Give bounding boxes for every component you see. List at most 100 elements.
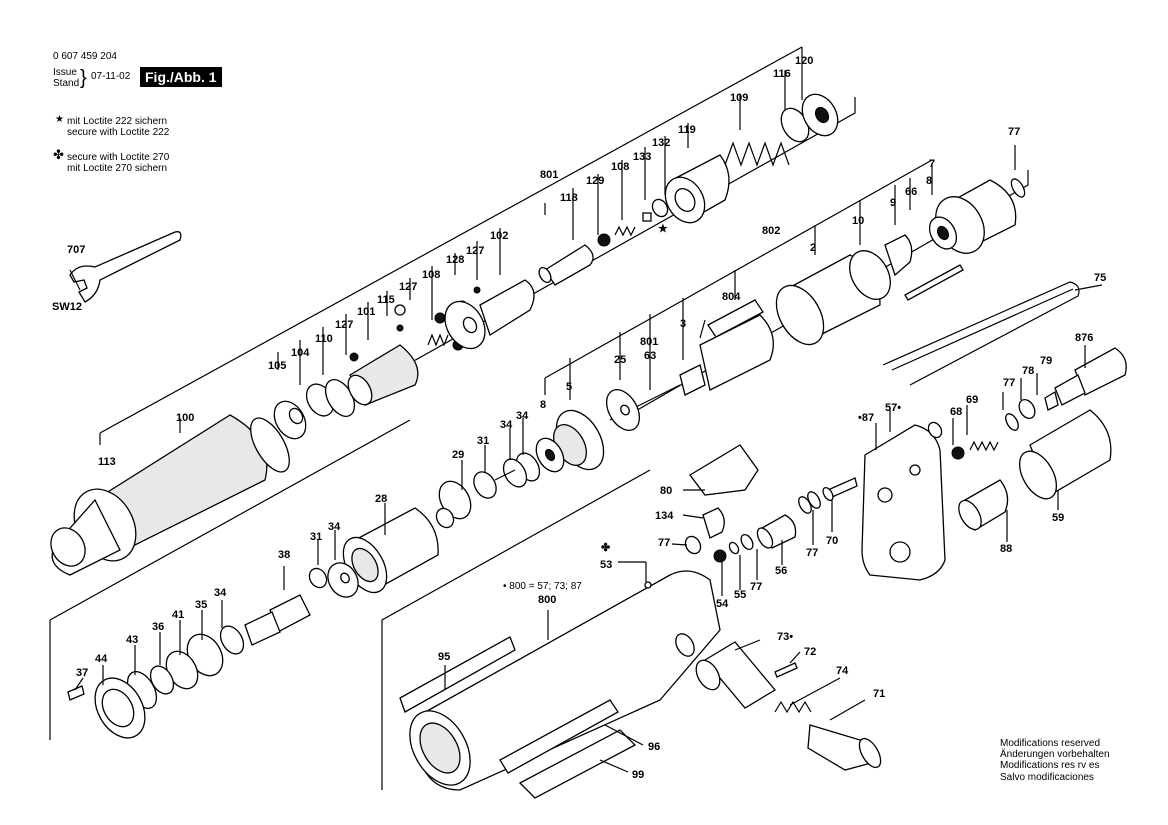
- issue-label: Issue: [53, 67, 77, 78]
- modifications-line: Änderungen vorbehalten: [1000, 749, 1110, 761]
- label-37: 37: [76, 667, 88, 679]
- loctite-222-de: mit Loctite 222 sichern: [67, 116, 168, 127]
- label-plates-95-96-99: [399, 636, 637, 799]
- label-802: 802: [762, 225, 780, 237]
- flange-102: [434, 279, 535, 351]
- label-128: 128: [446, 254, 464, 266]
- label-72: 72: [804, 646, 816, 658]
- label-108b: 108: [422, 269, 440, 281]
- screw-70: [822, 477, 858, 502]
- label-79: 79: [1040, 355, 1052, 367]
- cylinder-2: [775, 250, 891, 346]
- loctite-270-de: mit Loctite 270 sichern: [67, 163, 168, 174]
- label-28: 28: [375, 493, 387, 505]
- pin-66: [904, 264, 964, 301]
- modifications-line: Modifications reserved: [1000, 738, 1101, 749]
- label-43: 43: [126, 634, 138, 646]
- nut-43-44: [94, 671, 158, 739]
- label-59: 59: [1052, 512, 1064, 524]
- label-101: 101: [357, 306, 375, 318]
- washer-34-lower: [327, 562, 359, 598]
- label-78: 78: [1022, 365, 1034, 377]
- spindle-38: [244, 594, 311, 646]
- label-3: 3: [680, 318, 686, 330]
- clover-icon: ✤: [53, 147, 64, 162]
- clover-marker: ✤: [601, 542, 610, 554]
- doc-number: 0 607 459 204: [53, 51, 117, 62]
- label-120: 120: [795, 55, 813, 67]
- label-127c: 127: [335, 319, 353, 331]
- spring-69-ball-68: [951, 440, 999, 460]
- label-88: 88: [1000, 543, 1012, 555]
- hanger-75: [882, 281, 1080, 386]
- orings-77-right: [798, 491, 821, 514]
- pin-72: [774, 662, 798, 678]
- label-66: 66: [905, 186, 917, 198]
- label-77d: 77: [806, 547, 818, 559]
- label-34c: 34: [328, 521, 341, 533]
- label-63: 63: [644, 350, 656, 362]
- sleeve-73: [695, 641, 776, 709]
- label-8b: 8: [540, 399, 546, 411]
- label-876: 876: [1075, 332, 1093, 344]
- label-113: 113: [98, 456, 116, 468]
- label-99: 99: [632, 769, 644, 781]
- label-115: 115: [377, 294, 395, 306]
- label-5: 5: [566, 381, 572, 393]
- label-9: 9: [890, 197, 896, 209]
- label-34b: 34: [500, 419, 513, 431]
- figure-label: Fig./Abb. 1: [140, 67, 222, 87]
- rotor-3: [679, 314, 774, 396]
- label-25: 25: [614, 354, 626, 366]
- ball-spring-129-108: ★: [597, 198, 669, 247]
- bushing-119: [664, 154, 730, 224]
- star-marker: ★: [658, 223, 668, 235]
- label-7: 7: [929, 158, 935, 170]
- label-109: 109: [730, 92, 748, 104]
- bearing-8: [535, 437, 565, 473]
- label-804: 804: [722, 291, 741, 303]
- valve-101: [347, 304, 419, 406]
- label-134: 134: [655, 510, 674, 522]
- composition-note: • 800 = 57; 73; 87: [503, 581, 582, 592]
- label-74: 74: [836, 665, 849, 677]
- label-75: 75: [1094, 272, 1106, 284]
- washers-34: [502, 452, 541, 488]
- label-69: 69: [966, 394, 978, 406]
- label-77e: 77: [750, 581, 762, 593]
- label-87: •87: [858, 412, 874, 424]
- spring-108-left: [427, 333, 449, 347]
- housing-frame-800: [381, 469, 651, 790]
- label-41: 41: [172, 609, 184, 621]
- vanes-804: [707, 299, 764, 338]
- planet-carrier-29: [435, 469, 516, 529]
- valve-56: [756, 514, 797, 549]
- label-104: 104: [291, 347, 310, 359]
- modifications-line: Modifications res rv es: [1000, 760, 1100, 772]
- label-77a: 77: [1008, 126, 1020, 138]
- label-110: 110: [315, 333, 333, 345]
- label-100: 100: [176, 412, 194, 424]
- label-77b: 77: [1003, 377, 1015, 389]
- part-104: [305, 379, 356, 417]
- label-35: 35: [195, 599, 207, 611]
- label-70: 70: [826, 535, 838, 547]
- plate-9: [884, 234, 913, 277]
- label-102: 102: [490, 230, 508, 242]
- label-34d: 34: [214, 587, 227, 599]
- cylinder-7: [928, 178, 1026, 254]
- label-sw12: SW12: [52, 301, 82, 313]
- label-127a: 127: [466, 245, 484, 257]
- label-31b: 31: [310, 531, 322, 543]
- label-31a: 31: [477, 435, 489, 447]
- label-8a: 8: [926, 175, 932, 187]
- label-44: 44: [95, 653, 108, 665]
- stand-label: Stand: [53, 78, 80, 89]
- label-801a: 801: [540, 169, 558, 181]
- label-96: 96: [648, 741, 660, 753]
- label-2: 2: [810, 242, 816, 254]
- label-707: 707: [67, 244, 85, 256]
- label-132: 132: [652, 137, 670, 149]
- brace: }: [80, 67, 87, 89]
